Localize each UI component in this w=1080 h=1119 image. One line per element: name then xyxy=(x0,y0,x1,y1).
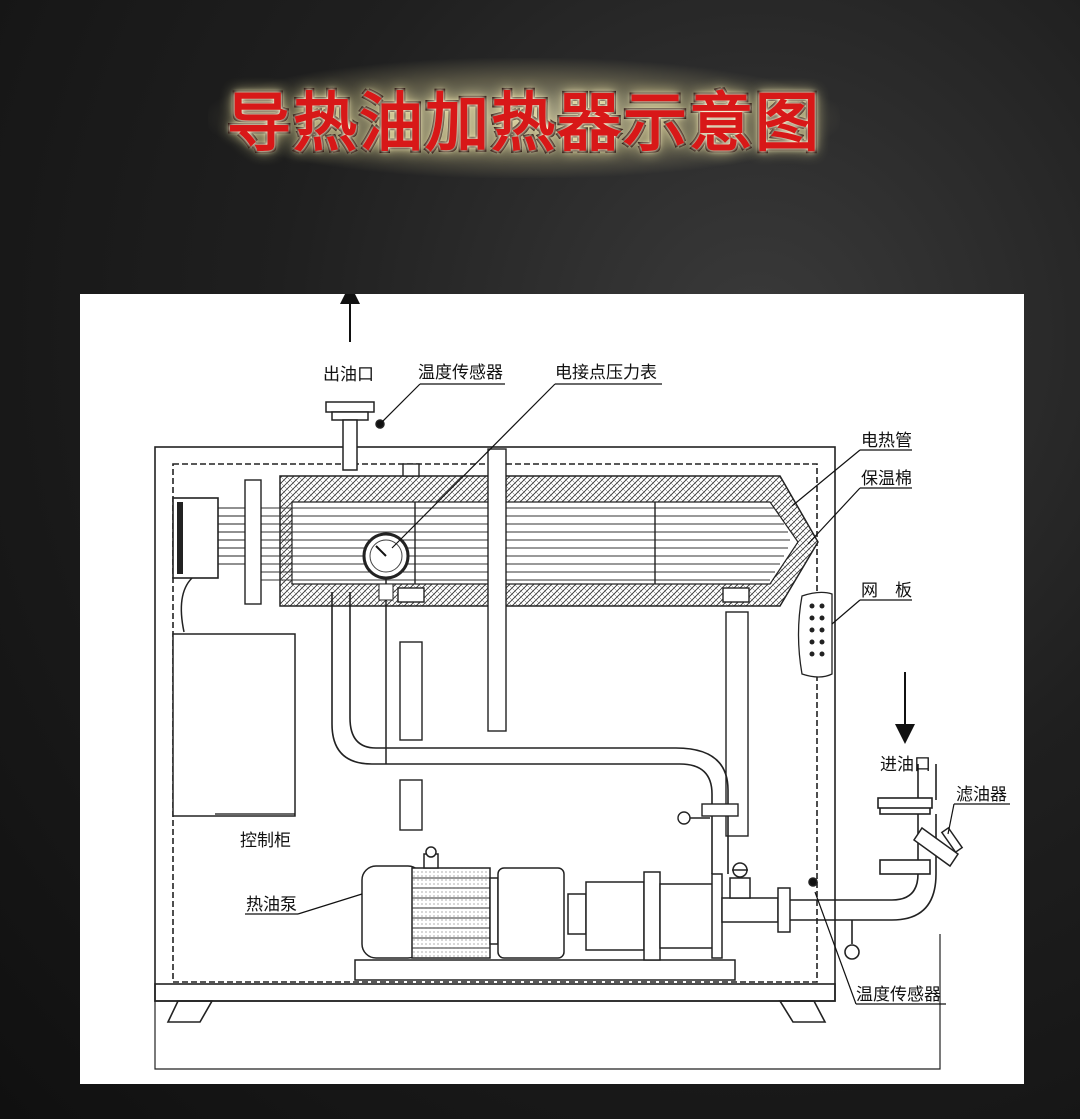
frame-base xyxy=(154,983,836,1002)
temp-sensor-bottom-icon xyxy=(808,877,818,887)
label-temp-sensor-bottom: 温度传感器 xyxy=(856,985,941,1005)
label-control-cabinet: 控制柜 xyxy=(240,831,291,851)
leader-lines xyxy=(215,383,1010,1005)
oil-filter-icon xyxy=(912,826,964,868)
label-pressure-gauge: 电接点压力表 xyxy=(555,363,657,383)
label-heating-tube: 电热管 xyxy=(861,431,912,451)
label-inlet: 进油口 xyxy=(880,755,931,775)
connecting-pipe xyxy=(331,592,729,874)
mesh-plate-icon xyxy=(797,591,833,678)
diagram-paper: 出油口 温度传感器 电接点压力表 电热管 保温棉 网 板 进油口 滤油器 控制柜… xyxy=(80,294,1024,1084)
label-temp-sensor-top: 温度传感器 xyxy=(418,363,503,383)
title-banner: 导热油加热器示意图 xyxy=(208,58,840,178)
inlet-pipe xyxy=(790,764,937,960)
control-cabinet xyxy=(172,633,296,817)
label-outlet: 出油口 xyxy=(323,365,374,385)
heater-vessel xyxy=(172,475,819,633)
pipe-valve-icon xyxy=(677,803,739,825)
heater-diagram: 出油口 温度传感器 电接点压力表 电热管 保温棉 网 板 进油口 滤油器 控制柜… xyxy=(154,294,1010,1070)
foot-right xyxy=(778,1000,827,1023)
outlet-pipe xyxy=(325,401,385,471)
foot-left xyxy=(166,1000,214,1023)
support-posts xyxy=(397,448,750,837)
pressure-gauge-icon xyxy=(362,532,410,764)
label-oil-filter: 滤油器 xyxy=(956,785,1007,805)
label-insulation: 保温棉 xyxy=(861,469,912,489)
ground-line xyxy=(154,934,941,1070)
label-mesh-plate: 网 板 xyxy=(861,581,912,601)
diagram-title: 导热油加热器示意图 xyxy=(227,86,821,161)
label-oil-pump: 热油泵 xyxy=(246,895,297,915)
oil-pump xyxy=(354,846,791,981)
heater-flange xyxy=(244,479,262,605)
